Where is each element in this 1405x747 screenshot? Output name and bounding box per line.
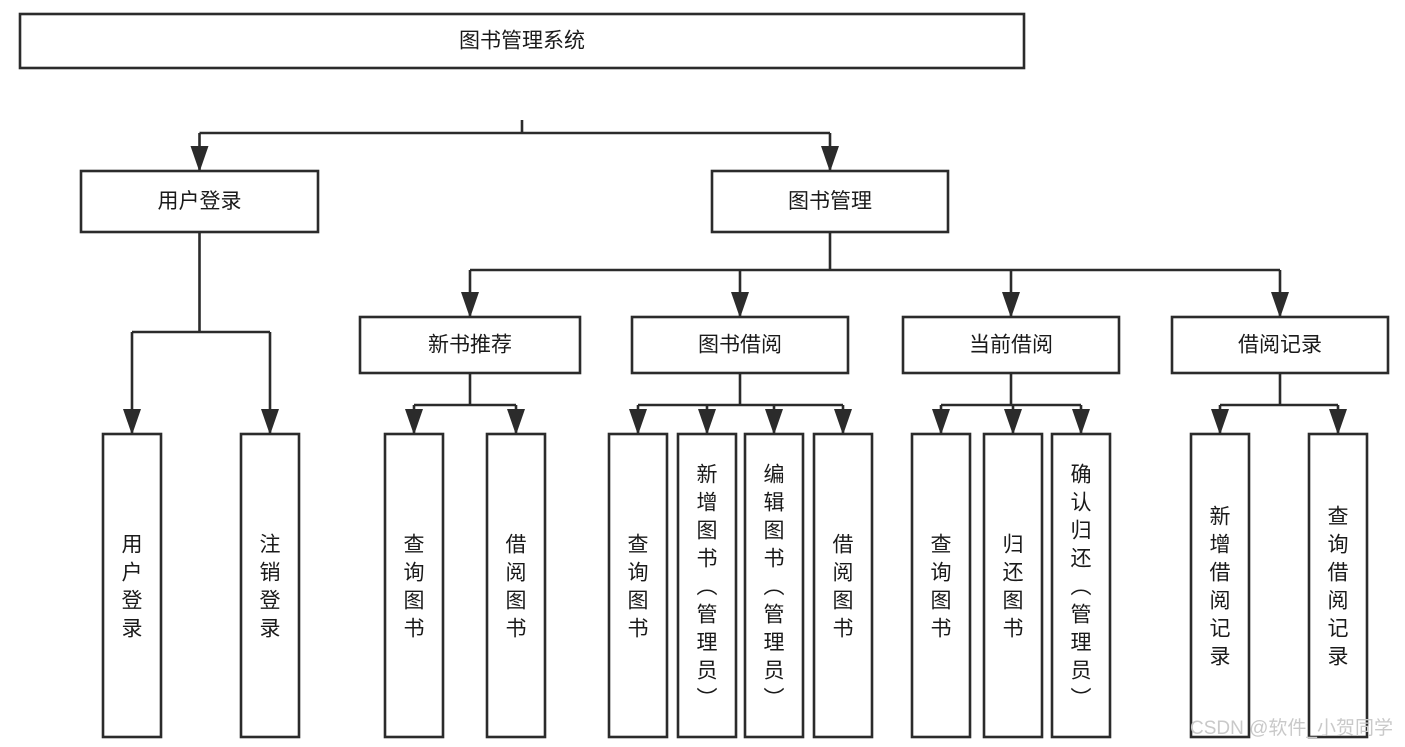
node-box-leaf-query-record[interactable] [1307,432,1369,739]
edge-group-root [190,120,839,172]
node-label-new-book-recommend: 新书推荐 [428,334,512,357]
node-box-root[interactable] [18,12,1026,70]
node-leaf-add-book[interactable]: 新增图书︵管理员︶ [676,432,738,739]
node-box-leaf-query-book-1[interactable] [383,432,445,739]
node-label-book-borrow: 图书借阅 [698,334,782,357]
node-box-leaf-return-book[interactable] [982,432,1044,739]
watermark-layer: CSDN @软件_小贺同学 [1190,717,1393,739]
arrow-head-icon [507,409,525,435]
node-box-new-book-recommend[interactable] [358,315,582,375]
arrow-head-icon [123,409,141,435]
node-label-current-borrow: 当前借阅 [969,334,1053,357]
node-box-borrow-record[interactable] [1170,315,1390,375]
node-label-leaf-query-book-1: 查询图书 [404,533,425,640]
node-book-borrow[interactable]: 图书借阅 [630,315,850,375]
node-box-leaf-query-book-3[interactable] [910,432,972,739]
edge-group-new-book-recommend [405,373,525,435]
node-leaf-query-record[interactable]: 查询借阅记录 [1307,432,1369,739]
node-label-leaf-edit-book: 编辑图书︵管理员︶ [764,463,785,710]
edge-group-user-login [123,232,279,435]
node-box-book-borrow[interactable] [630,315,850,375]
node-box-leaf-edit-book[interactable] [743,432,805,739]
arrow-head-icon [629,409,647,435]
node-box-book-manage[interactable] [710,169,950,234]
arrow-head-icon [405,409,423,435]
node-box-leaf-add-book[interactable] [676,432,738,739]
connector-layer [123,120,1347,435]
node-book-manage[interactable]: 图书管理 [710,169,950,234]
arrow-head-icon [1329,409,1347,435]
arrow-head-icon [932,409,950,435]
node-leaf-return-book[interactable]: 归还图书 [982,432,1044,739]
csdn-watermark: CSDN @软件_小贺同学 [1190,717,1393,739]
node-label-leaf-query-book-2: 查询图书 [628,533,649,640]
edge-group-borrow-record [1211,373,1347,435]
node-label-leaf-add-book: 新增图书︵管理员︶ [697,463,718,710]
node-box-current-borrow[interactable] [901,315,1121,375]
node-label-leaf-add-record: 新增借阅记录 [1210,505,1231,668]
node-box-leaf-user-logout[interactable] [239,432,301,739]
arrow-head-icon [834,409,852,435]
arrow-head-icon [765,409,783,435]
node-label-leaf-return-book: 归还图书 [1003,533,1024,640]
arrow-head-icon [1004,409,1022,435]
edge-group-book-manage [461,232,1289,318]
arrow-head-icon [190,146,209,172]
node-new-book-recommend[interactable]: 新书推荐 [358,315,582,375]
arrow-head-icon [461,292,479,318]
node-box-leaf-borrow-book-2[interactable] [812,432,874,739]
node-label-leaf-user-login: 用户登录 [122,533,143,640]
node-leaf-add-record[interactable]: 新增借阅记录 [1189,432,1251,739]
node-label-borrow-record: 借阅记录 [1238,334,1322,357]
edge-group-book-borrow [629,373,852,435]
node-leaf-borrow-book-1[interactable]: 借阅图书 [485,432,547,739]
node-box-leaf-confirm-return[interactable] [1050,432,1112,739]
node-leaf-query-book-2[interactable]: 查询图书 [607,432,669,739]
node-box-leaf-borrow-book-1[interactable] [485,432,547,739]
node-label-book-manage: 图书管理 [788,190,872,213]
node-leaf-user-login[interactable]: 用户登录 [101,432,163,739]
node-label-leaf-borrow-book-2: 借阅图书 [833,533,854,640]
node-leaf-edit-book[interactable]: 编辑图书︵管理员︶ [743,432,805,739]
node-layer: 图书管理系统用户登录图书管理新书推荐图书借阅当前借阅借阅记录用户登录注销登录查询… [18,12,1390,739]
edge-group-current-borrow [932,373,1090,435]
node-label-user-login: 用户登录 [158,190,242,213]
node-label-leaf-query-book-3: 查询图书 [931,533,952,640]
node-label-leaf-query-record: 查询借阅记录 [1328,505,1349,668]
arrow-head-icon [1271,292,1289,318]
arrow-head-icon [1002,292,1020,318]
node-box-user-login[interactable] [79,169,320,234]
node-leaf-user-logout[interactable]: 注销登录 [239,432,301,739]
node-box-leaf-query-book-2[interactable] [607,432,669,739]
node-leaf-confirm-return[interactable]: 确认归还︵管理员︶ [1050,432,1112,739]
node-label-leaf-user-logout: 注销登录 [260,533,281,640]
node-current-borrow[interactable]: 当前借阅 [901,315,1121,375]
arrow-head-icon [1072,409,1090,435]
arrow-head-icon [698,409,716,435]
node-box-leaf-user-login[interactable] [101,432,163,739]
node-label-root: 图书管理系统 [459,30,585,53]
arrow-head-icon [731,292,749,318]
node-label-leaf-borrow-book-1: 借阅图书 [506,533,527,640]
arrow-head-icon [821,146,839,172]
arrow-head-icon [261,409,279,435]
node-leaf-query-book-3[interactable]: 查询图书 [910,432,972,739]
node-user-login[interactable]: 用户登录 [79,169,320,234]
node-leaf-query-book-1[interactable]: 查询图书 [383,432,445,739]
arrow-head-icon [1211,409,1229,435]
node-box-leaf-add-record[interactable] [1189,432,1251,739]
node-label-leaf-confirm-return: 确认归还︵管理员︶ [1071,463,1092,710]
node-leaf-borrow-book-2[interactable]: 借阅图书 [812,432,874,739]
node-borrow-record[interactable]: 借阅记录 [1170,315,1390,375]
node-root[interactable]: 图书管理系统 [18,12,1026,70]
